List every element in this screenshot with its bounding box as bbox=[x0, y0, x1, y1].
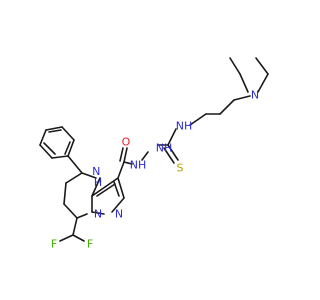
bond bbox=[167, 144, 179, 161]
bond bbox=[111, 197, 125, 213]
bond bbox=[59, 234, 74, 242]
bond bbox=[91, 211, 105, 215]
bond bbox=[67, 155, 83, 174]
bond bbox=[123, 161, 133, 165]
bond bbox=[119, 147, 124, 162]
atom-label-fluorine-2: F bbox=[87, 238, 93, 251]
bond bbox=[72, 217, 78, 236]
bond bbox=[96, 183, 116, 197]
bond bbox=[117, 161, 125, 179]
bond bbox=[123, 147, 128, 163]
bond bbox=[189, 113, 207, 126]
bond bbox=[65, 172, 83, 184]
bond bbox=[39, 129, 47, 146]
atom-label-n-pyrazole-2: N bbox=[115, 208, 123, 221]
bond bbox=[91, 177, 101, 197]
molecule-diagram: N NH NH NH S O N H N N F F bbox=[39, 57, 269, 251]
bond bbox=[67, 139, 75, 157]
bond bbox=[72, 234, 85, 242]
bond bbox=[51, 155, 69, 159]
bond bbox=[167, 128, 177, 146]
atom-label-n-hydrazide-lower: NH bbox=[130, 159, 147, 172]
atom-label-n-diethyl: N bbox=[251, 89, 259, 102]
bond bbox=[141, 151, 149, 161]
bond bbox=[257, 73, 269, 93]
bond bbox=[63, 182, 67, 205]
atom-label-sulfur: S bbox=[177, 162, 184, 175]
bond bbox=[43, 142, 56, 155]
bond bbox=[117, 177, 125, 199]
bond bbox=[255, 57, 269, 75]
bond bbox=[48, 129, 62, 133]
atom-label-n-ring-nh-text: N bbox=[92, 165, 100, 178]
bond bbox=[39, 144, 53, 159]
bond bbox=[219, 99, 235, 115]
bond bbox=[81, 172, 97, 179]
atom-label-n-pyrazole-1: N bbox=[94, 208, 102, 221]
atom-label-n-hydrazide-upper: NH bbox=[156, 142, 173, 155]
bond bbox=[61, 126, 75, 141]
bond bbox=[64, 141, 71, 155]
atom-label-n-ring-nh: N H bbox=[92, 165, 104, 189]
bond bbox=[163, 147, 175, 164]
atom-label-fluorine-1: F bbox=[51, 238, 57, 251]
bond bbox=[63, 203, 78, 219]
bond bbox=[229, 57, 241, 75]
bond bbox=[239, 73, 249, 93]
bond bbox=[233, 95, 251, 101]
atom-label-n-ring-nh-h: H bbox=[94, 176, 102, 189]
atom-label-layer: N NH NH NH S O N H N N F F bbox=[51, 89, 259, 251]
bond-layer bbox=[39, 57, 269, 242]
atom-label-n-thioamide: NH bbox=[176, 120, 193, 133]
bond bbox=[91, 177, 119, 197]
atom-label-oxygen: O bbox=[122, 136, 131, 149]
bond bbox=[76, 213, 88, 219]
structure-canvas: N NH NH NH S O N H N N F F bbox=[39, 57, 269, 251]
bond bbox=[45, 126, 63, 131]
